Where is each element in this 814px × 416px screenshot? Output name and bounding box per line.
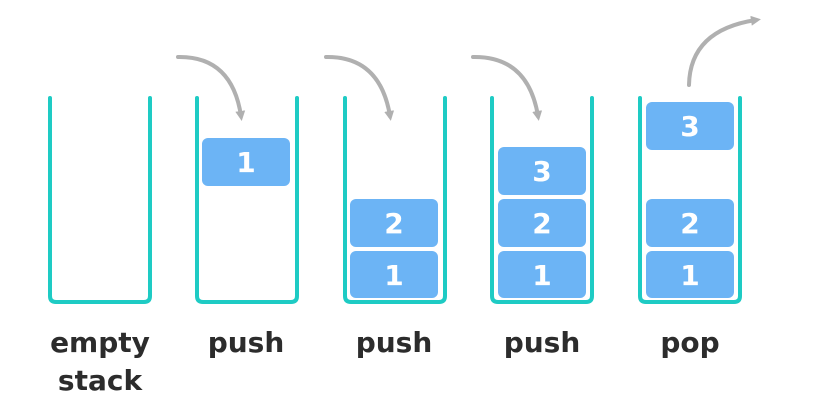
stage-push-3: 3 2 1 push bbox=[471, 54, 594, 359]
stack-container bbox=[48, 96, 152, 304]
stack-item-block bbox=[202, 138, 290, 186]
stack-item-block bbox=[498, 199, 586, 247]
stack-item-block bbox=[646, 199, 734, 247]
stack-container bbox=[343, 96, 447, 304]
push-arrow bbox=[324, 54, 395, 121]
stack-item-value: 2 bbox=[532, 207, 551, 240]
stack-item-block bbox=[498, 147, 586, 195]
popped-item-value: 3 bbox=[680, 110, 699, 143]
stack-item-block bbox=[350, 199, 438, 247]
stage-empty-stack: empty stack bbox=[48, 96, 152, 397]
stack-container bbox=[490, 96, 594, 304]
pop-arrow bbox=[687, 15, 761, 87]
stage-label-line-2: stack bbox=[58, 364, 144, 397]
stack-item-block bbox=[498, 251, 586, 298]
stage-label: pop bbox=[660, 326, 719, 359]
stack-item-value: 1 bbox=[384, 259, 403, 292]
stage-label-line-1: empty bbox=[50, 326, 150, 359]
stack-item-value: 3 bbox=[532, 155, 551, 188]
stage-label: push bbox=[356, 326, 433, 359]
stack-item-value: 2 bbox=[680, 207, 699, 240]
stage-push-1: 1 push bbox=[176, 54, 299, 359]
popped-item-block bbox=[646, 102, 734, 150]
stage-label: push bbox=[208, 326, 285, 359]
stack-item-value: 1 bbox=[532, 259, 551, 292]
push-arrow bbox=[176, 54, 246, 121]
stack-item-block bbox=[350, 251, 438, 298]
stack-item-block bbox=[646, 251, 734, 298]
stage-label: push bbox=[504, 326, 581, 359]
stage-push-2: 2 1 push bbox=[324, 54, 447, 359]
stack-item-value: 1 bbox=[680, 259, 699, 292]
stack-item-value: 2 bbox=[384, 207, 403, 240]
stack-container bbox=[638, 96, 742, 304]
stack-item-value: 1 bbox=[236, 146, 255, 179]
push-arrow bbox=[471, 54, 543, 121]
stack-container bbox=[195, 96, 299, 304]
stage-pop: 3 2 1 pop bbox=[638, 15, 761, 359]
